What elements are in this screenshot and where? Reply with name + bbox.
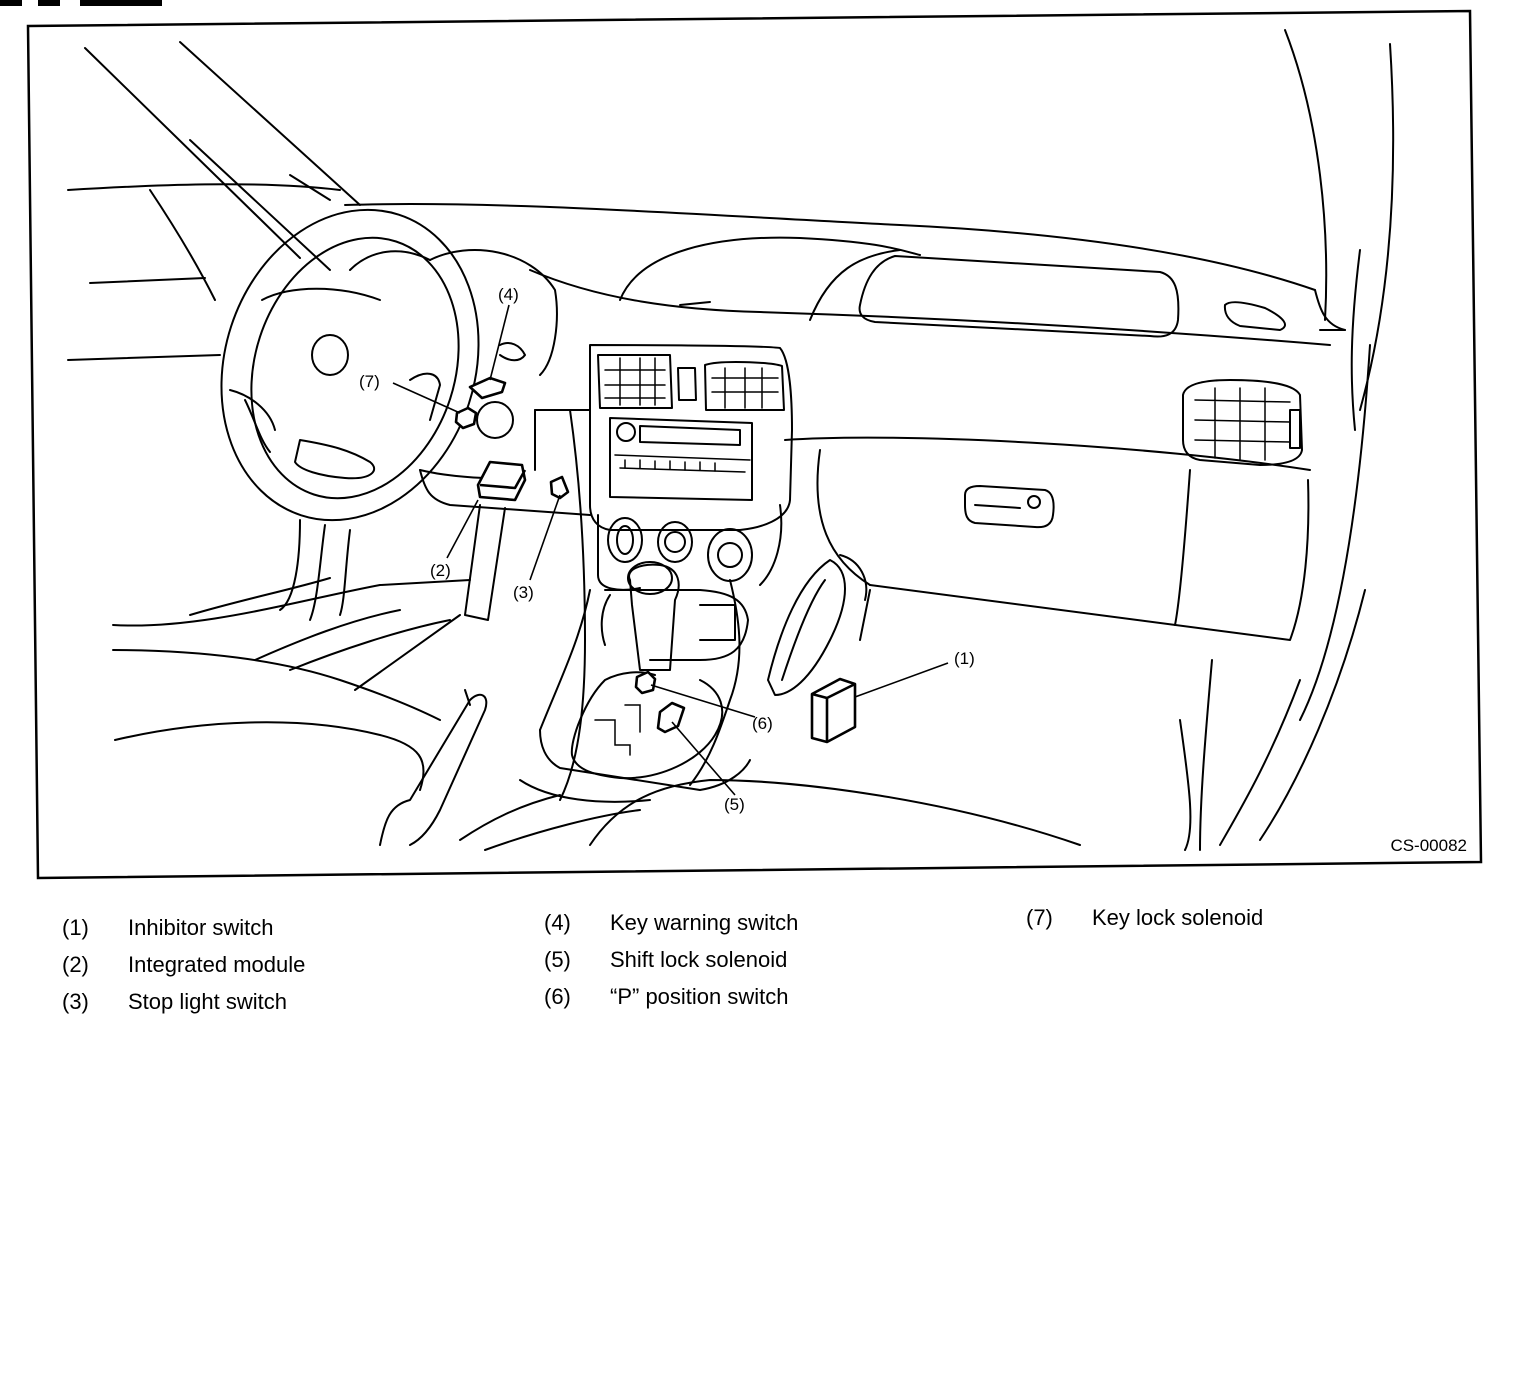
- legend-column-3: (7) Key lock solenoid: [1026, 905, 1496, 942]
- callout-1: (1): [954, 649, 975, 668]
- floor-and-seats: [112, 504, 1213, 851]
- legend-label: Stop light switch: [128, 989, 287, 1014]
- legend-item: (4) Key warning switch: [544, 910, 1014, 947]
- steering-wheel: [220, 208, 480, 522]
- dashboard-diagram: (1) (2) (3) (4) (5) (6) (7) CS-00082: [0, 0, 1483, 880]
- legend-column-1: (1) Inhibitor switch (2) Integrated modu…: [62, 915, 532, 1026]
- legend-label: Integrated module: [128, 952, 306, 977]
- inhibitor-switch-part: [810, 677, 857, 744]
- key-warning-switch-part: [468, 376, 507, 400]
- callout-4: (4): [498, 285, 519, 304]
- key-lock-solenoid-part: [454, 406, 478, 430]
- figure-code: CS-00082: [1390, 836, 1467, 855]
- legend-number: (3): [62, 989, 89, 1014]
- legend-number: (1): [62, 915, 89, 940]
- legend-label: Key lock solenoid: [1092, 905, 1264, 930]
- legend-item: (1) Inhibitor switch: [62, 915, 532, 952]
- legend-label: Key warning switch: [610, 910, 799, 935]
- legend-item: (3) Stop light switch: [62, 989, 532, 1026]
- heading-fragment: [0, 0, 22, 6]
- cabin-outline: [67, 29, 1395, 846]
- callout-7: (7): [359, 372, 380, 391]
- legend-number: (4): [544, 910, 571, 935]
- highlighted-components: [454, 376, 857, 744]
- legend-item: (2) Integrated module: [62, 952, 532, 989]
- legend-number: (6): [544, 984, 571, 1009]
- shift-lock-solenoid-part: [656, 701, 686, 734]
- legend-label: “P” position switch: [610, 984, 789, 1009]
- legend-number: (7): [1026, 905, 1053, 930]
- figure-frame: [26, 9, 1483, 880]
- dashboard-top: [344, 203, 1346, 346]
- legend-item: (6) “P” position switch: [544, 984, 1014, 1021]
- center-stack: [589, 344, 793, 591]
- center-console: [519, 554, 868, 803]
- instrument-area: [419, 249, 591, 801]
- legend-item: (7) Key lock solenoid: [1026, 905, 1496, 942]
- legend-label: Inhibitor switch: [128, 915, 274, 940]
- callout-2: (2): [430, 561, 451, 580]
- integrated-module-part: [476, 460, 527, 502]
- callout-3: (3): [513, 583, 534, 602]
- legend-item: (5) Shift lock solenoid: [544, 947, 1014, 984]
- leader-lines: [392, 304, 949, 796]
- heading-fragment: [80, 0, 162, 6]
- passenger-dash: [784, 379, 1311, 641]
- heading-fragment: [38, 0, 60, 6]
- legend-column-2: (4) Key warning switch (5) Shift lock so…: [544, 910, 1014, 1021]
- legend-number: (2): [62, 952, 89, 977]
- callout-6: (6): [752, 714, 773, 733]
- legend-label: Shift lock solenoid: [610, 947, 788, 972]
- legend-number: (5): [544, 947, 571, 972]
- p-position-switch-part: [634, 670, 657, 695]
- callout-5: (5): [724, 795, 745, 814]
- stop-light-switch-part: [549, 475, 570, 500]
